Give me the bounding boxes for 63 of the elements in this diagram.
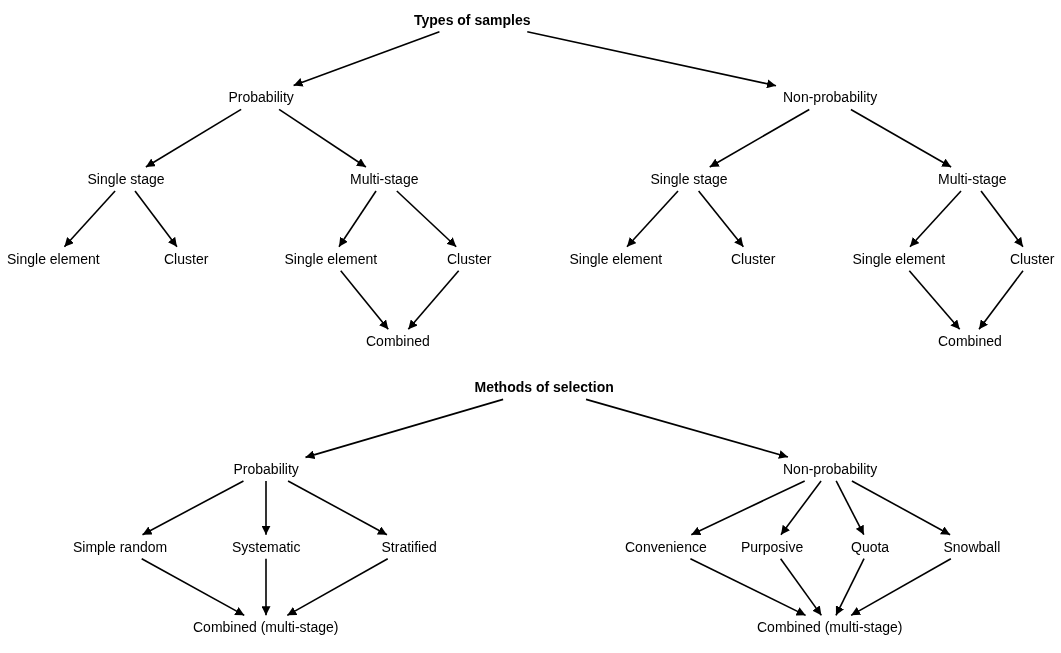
category-label: Simple random [66, 534, 175, 559]
category-label: Stratified [374, 534, 444, 559]
category-label: Purposive [734, 534, 811, 559]
category-label: Cluster [1003, 246, 1061, 271]
arrow [835, 480, 865, 536]
arrow [63, 190, 116, 248]
arrow [261, 480, 271, 536]
arrow [779, 557, 823, 617]
category-label: Combined (multi-stage) [186, 615, 346, 640]
arrow [851, 480, 951, 536]
arrow [526, 30, 777, 89]
category-label: Multi-stage [931, 167, 1014, 192]
arrow [626, 190, 679, 248]
arrow [780, 480, 822, 536]
arrow [141, 480, 245, 536]
arrow [585, 398, 789, 459]
arrow [978, 269, 1024, 331]
arrow [292, 30, 441, 87]
category-label: Combined [931, 329, 1009, 354]
arrow [689, 557, 807, 617]
category-label: Single element [562, 246, 670, 271]
category-label: Probability [221, 85, 301, 110]
arrow [286, 557, 389, 617]
arrow [407, 269, 460, 331]
category-label: Multi-stage [343, 167, 426, 192]
arrow [261, 557, 271, 617]
arrow [708, 108, 811, 168]
category-label: Combined [359, 329, 437, 354]
category-label: Single stage [80, 167, 172, 192]
category-label: Single element [0, 246, 107, 271]
heading-text: Methods of selection [467, 375, 621, 400]
arrow [339, 269, 390, 331]
arrow [396, 190, 457, 248]
category-label: Quota [844, 534, 897, 559]
arrow [850, 108, 952, 168]
category-label: Combined (multi-stage) [750, 615, 910, 640]
arrow [909, 190, 962, 248]
arrow [278, 108, 367, 168]
arrow [287, 480, 388, 536]
arrow [850, 557, 952, 617]
category-label: Cluster [440, 246, 499, 271]
arrow [835, 557, 865, 617]
arrow [908, 269, 961, 331]
category-label: Non-probability [776, 85, 885, 110]
arrow [145, 108, 242, 168]
category-label: Probability [226, 456, 306, 481]
arrow [690, 480, 806, 536]
category-label: Single element [845, 246, 953, 271]
category-label: Cluster [157, 246, 216, 271]
arrow [338, 190, 377, 248]
category-label: Non-probability [776, 456, 885, 481]
category-label: Snowball [936, 534, 1008, 559]
arrow [980, 190, 1024, 248]
arrow [304, 398, 504, 460]
heading-text: Types of samples [407, 7, 538, 32]
arrow [697, 190, 745, 248]
category-label: Single stage [643, 167, 735, 192]
arrow [140, 557, 246, 617]
category-label: Single element [277, 246, 385, 271]
category-label: Convenience [618, 534, 714, 559]
category-label: Systematic [225, 534, 308, 559]
category-label: Cluster [724, 246, 783, 271]
arrow [134, 190, 178, 248]
